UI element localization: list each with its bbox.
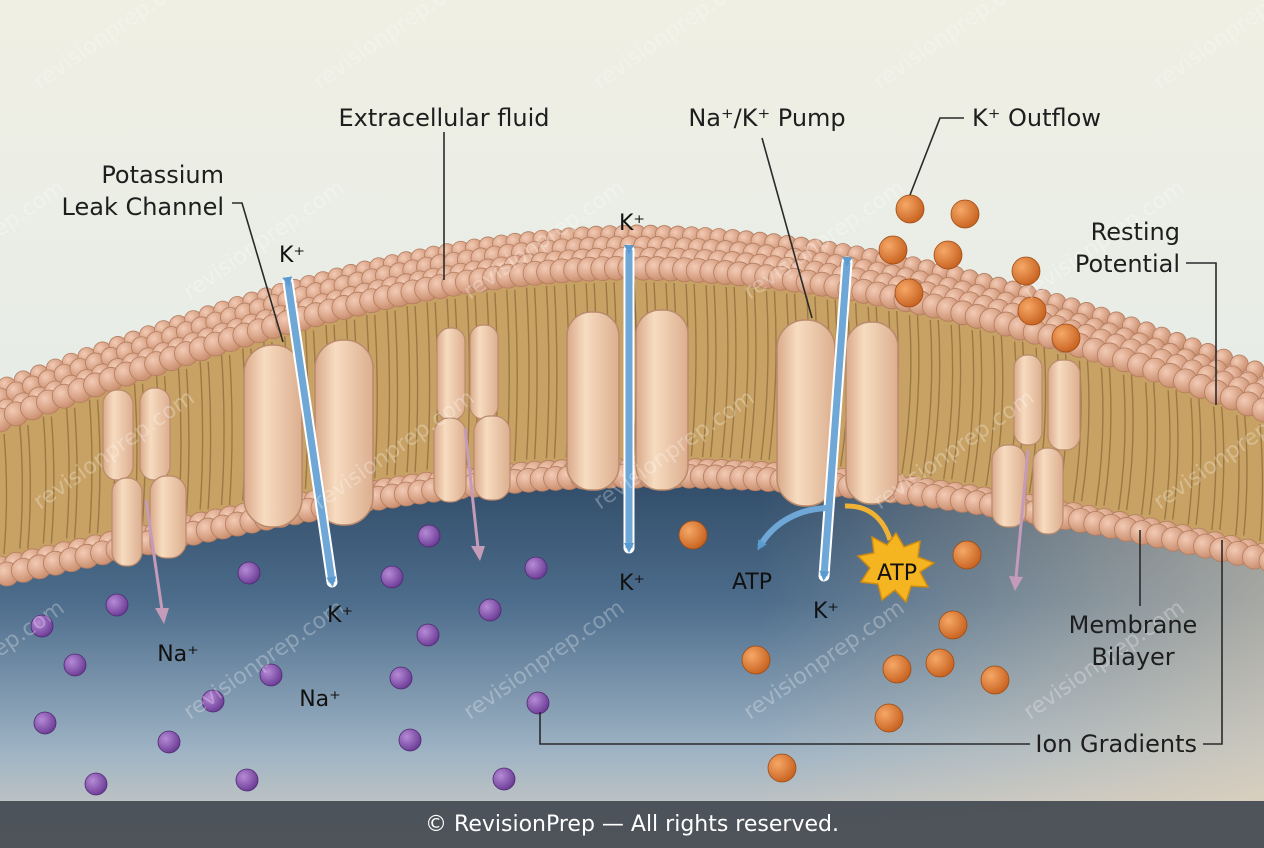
sodium-ion [492, 767, 516, 791]
sodium-arrows [144, 427, 1030, 624]
sodium-ion [259, 663, 283, 687]
atp-curved-arrow [757, 505, 831, 551]
k-outflow-label: K⁺ Outflow [972, 104, 1101, 132]
atp-burst-label: ATP [877, 561, 917, 586]
potassium-ion [678, 520, 708, 550]
sodium-ion [389, 666, 413, 690]
extracellular-fluid-label: Extracellular fluid [339, 104, 550, 132]
sodium-ion [105, 593, 129, 617]
k-center-bottom-label: K⁺ [619, 571, 645, 596]
small-channel-mid [433, 324, 511, 503]
central-channel [566, 309, 689, 491]
copyright-text: © RevisionPrep — All rights reserved. [425, 812, 839, 837]
sodium-ion [201, 689, 225, 713]
pump-label: Na⁺/K⁺ Pump [688, 104, 845, 132]
k-center-top-label: K⁺ [619, 211, 645, 236]
resting-potential-label-line2: Potential [1075, 250, 1180, 278]
leak-channel-label-line2: Leak Channel [62, 193, 224, 221]
potassium-ion [1017, 296, 1047, 326]
k-leak-bottom-label: K⁺ [327, 603, 353, 628]
potassium-ion [878, 235, 908, 265]
k-pump-bottom-label: K⁺ [813, 599, 839, 624]
k-leak-top-label: K⁺ [279, 243, 305, 268]
sodium-ion [478, 598, 502, 622]
na-mid-label: Na⁺ [299, 687, 341, 712]
copyright-footer: © RevisionPrep — All rights reserved. [0, 801, 1264, 848]
potassium-ion [1051, 323, 1081, 353]
sodium-ion [526, 691, 550, 715]
sodium-ion [63, 653, 87, 677]
labels: Extracellular fluid Potassium Leak Chann… [62, 104, 1198, 758]
sodium-ion [417, 524, 441, 548]
potassium-ion [882, 654, 912, 684]
potassium-ion [1011, 256, 1041, 286]
small-channel-left [102, 387, 187, 567]
atp-link-arc [844, 503, 893, 541]
sodium-ion [30, 614, 54, 638]
potassium-ion [950, 199, 980, 229]
atp-label: ATP [732, 570, 772, 595]
small-channel-right [991, 354, 1081, 535]
lipid-heads-outer [0, 224, 1264, 433]
leader-lines [232, 117, 1223, 745]
sodium-ion [84, 772, 108, 796]
sodium-ion [398, 728, 422, 752]
potassium-ion [933, 240, 963, 270]
sodium-ion [235, 768, 259, 792]
potassium-ions [678, 194, 1081, 783]
sodium-ion [33, 711, 57, 735]
transport-arrows [282, 244, 893, 588]
potassium-ion [874, 703, 904, 733]
resting-potential-label-line1: Resting [1091, 218, 1180, 246]
potassium-ion [980, 665, 1010, 695]
sodium-ion [416, 623, 440, 647]
membrane-bilayer-label-line1: Membrane [1069, 611, 1198, 639]
sodium-ion [380, 565, 404, 589]
sodium-ion [157, 730, 181, 754]
sodium-ions [30, 524, 550, 796]
na-left-label: Na⁺ [157, 642, 199, 667]
potassium-ion [938, 610, 968, 640]
ion-gradients-label: Ion Gradients [1035, 730, 1197, 758]
potassium-ion [952, 540, 982, 570]
potassium-ion [767, 753, 797, 783]
sodium-ion [524, 556, 548, 580]
potassium-ion [894, 278, 924, 308]
sodium-ion [237, 561, 261, 585]
membrane-bilayer-label-line2: Bilayer [1091, 643, 1174, 671]
potassium-ion [925, 648, 955, 678]
potassium-ion [741, 645, 771, 675]
atp-burst: ATP [856, 531, 936, 604]
leak-channel-label-line1: Potassium [101, 161, 224, 189]
